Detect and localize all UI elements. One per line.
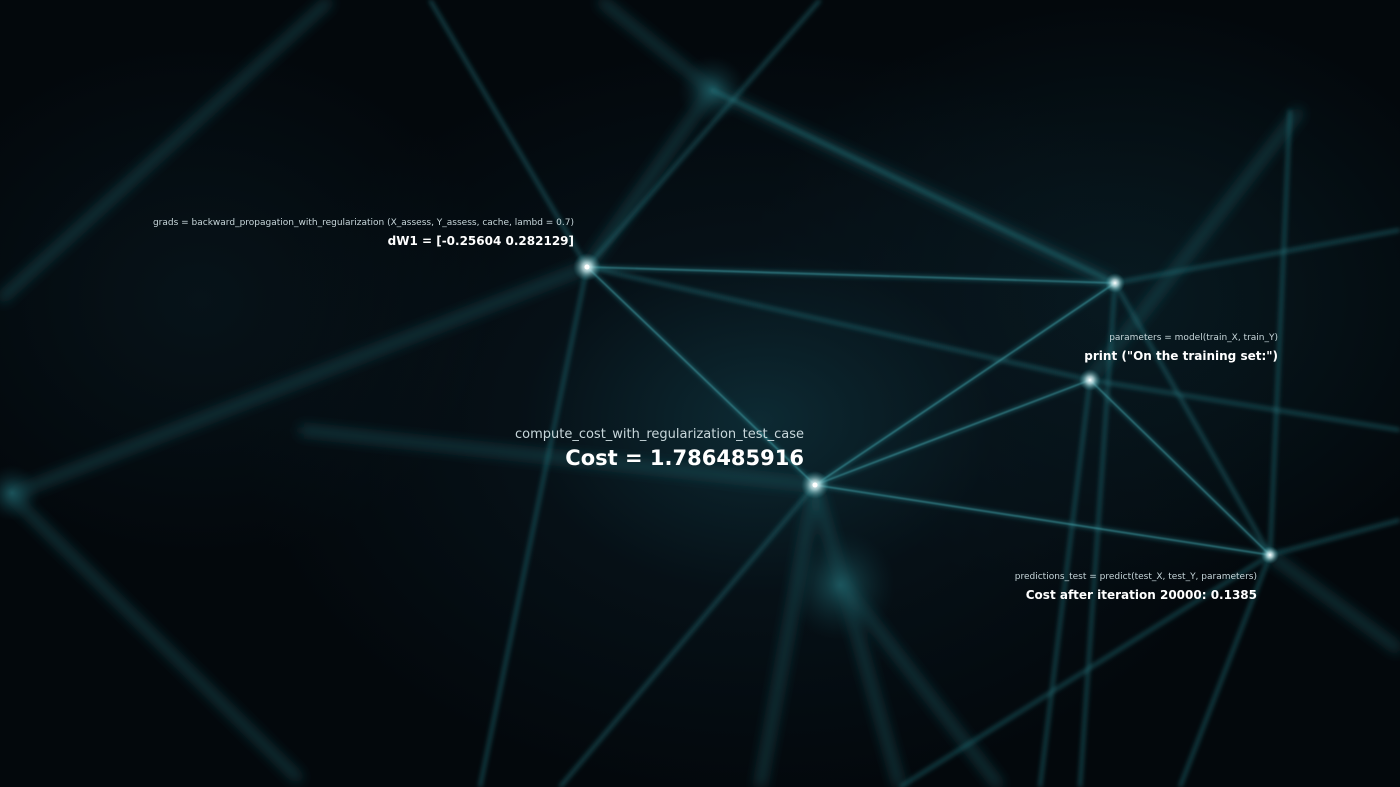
annotation-code: compute_cost_with_regularization_test_ca… [514, 427, 804, 442]
glow-blob [0, 465, 40, 521]
node-core [812, 482, 818, 488]
nodes [573, 253, 1279, 564]
mid-lines [428, 0, 1400, 787]
glow-blob [785, 530, 895, 640]
annotation-value: print ("On the training set:") [1084, 349, 1278, 363]
annotation-params: parameters = model(train_X, train_Y) pri… [1084, 333, 1278, 363]
node [1105, 273, 1125, 293]
annotation-pred: predictions_test = predict(test_X, test_… [1015, 572, 1257, 602]
annotation-value: dW1 = [-0.25604 0.282129] [387, 234, 574, 248]
node [1079, 369, 1101, 391]
annotation-code: grads = backward_propagation_with_regula… [152, 218, 574, 228]
annotation-value: Cost = 1.786485916 [565, 446, 804, 470]
node-core [584, 264, 590, 270]
annotation-code: parameters = model(train_X, train_Y) [1109, 333, 1278, 343]
annotation-code: predictions_test = predict(test_X, test_… [1014, 572, 1257, 582]
annotation-value: Cost after iteration 20000: 0.1385 [1025, 588, 1257, 602]
annotation-grads: grads = backward_propagation_with_regula… [153, 218, 574, 248]
front-lines [586, 266, 1271, 556]
node [1261, 546, 1279, 564]
annotation-cost: compute_cost_with_regularization_test_ca… [515, 427, 804, 470]
